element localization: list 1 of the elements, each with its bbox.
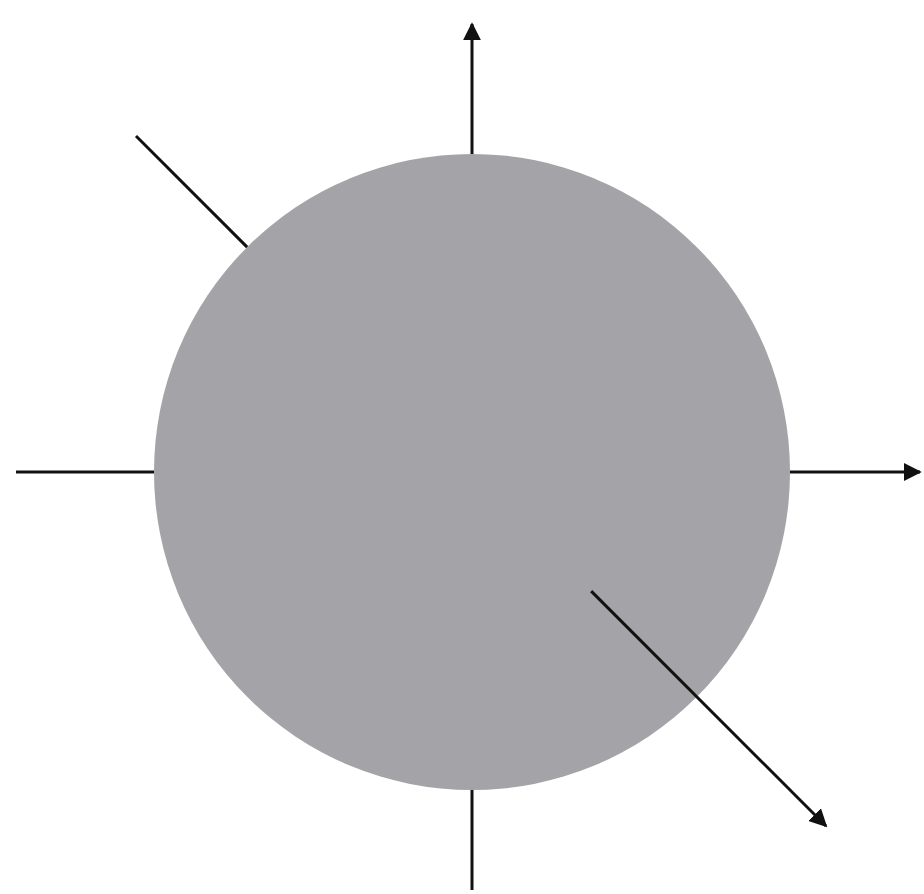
sphere-shape (154, 154, 790, 790)
